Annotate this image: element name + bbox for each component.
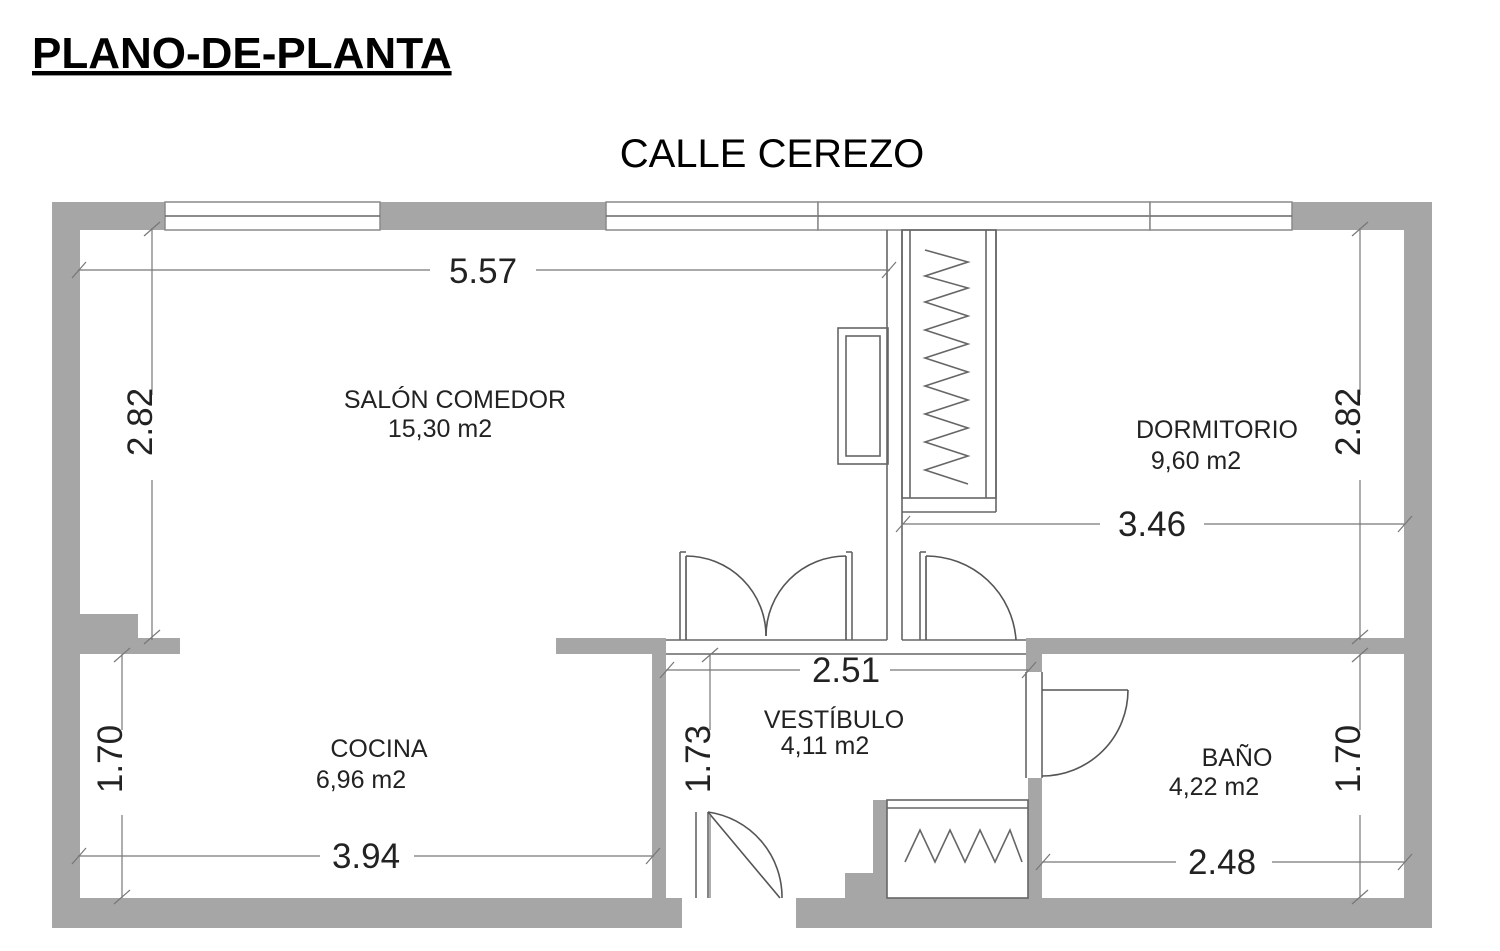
dim-dormitorio-width: 3.46 (1118, 505, 1186, 544)
dim-cocina-depth: 1.70 (91, 725, 130, 793)
room-name-salon: SALÓN COMEDOR (344, 385, 566, 414)
room-name-cocina: COCINA (330, 735, 428, 763)
room-name-dormitorio: DORMITORIO (1136, 416, 1298, 444)
doors (685, 555, 1129, 899)
room-area-salon: 15,30 m2 (388, 415, 492, 443)
dim-salon-depth: 2.82 (121, 388, 160, 456)
room-labels: SALÓN COMEDOR 15,30 m2 DORMITORIO 9,60 m… (316, 385, 1298, 801)
dimension-values: 5.57 2.82 3.46 2.82 2.51 1.73 3.94 1.70 … (91, 252, 1368, 882)
exterior-walls (52, 202, 1432, 928)
dim-dormitorio-depth: 2.82 (1329, 388, 1368, 456)
dimension-lines (71, 221, 1413, 905)
plan-title: PLANO-DE-PLANTA (32, 29, 452, 78)
interior-walls (80, 614, 1404, 898)
dim-bano-depth: 1.70 (1329, 725, 1368, 793)
dim-vestibulo-depth: 1.73 (679, 725, 718, 793)
wardrobe-hangers (904, 249, 1023, 864)
dim-salon-width: 5.57 (449, 252, 517, 291)
partitions (666, 229, 1043, 899)
dim-vestibulo-width: 2.51 (812, 651, 880, 690)
windows (164, 201, 1293, 231)
room-area-bano: 4,22 m2 (1169, 773, 1259, 801)
room-name-vestibulo: VESTÍBULO (764, 705, 904, 734)
room-area-vestibulo: 4,11 m2 (781, 732, 869, 760)
dim-bano-width: 2.48 (1188, 843, 1256, 882)
dim-cocina-width: 3.94 (332, 837, 400, 876)
room-area-dormitorio: 9,60 m2 (1151, 447, 1241, 475)
room-name-bano: BAÑO (1202, 743, 1273, 772)
street-name: CALLE CEREZO (620, 132, 925, 176)
room-area-cocina: 6,96 m2 (316, 766, 406, 794)
